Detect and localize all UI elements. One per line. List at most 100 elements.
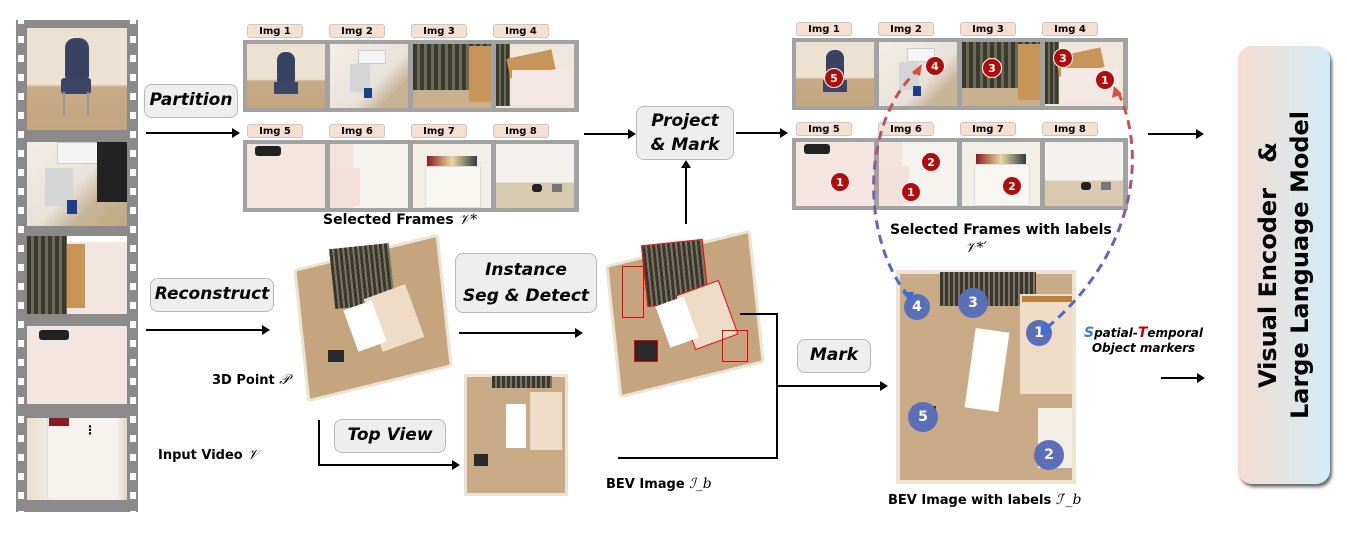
mark-step: Mark bbox=[797, 339, 871, 373]
mark-merge-line bbox=[776, 313, 778, 459]
project-mark-line2: & Mark bbox=[650, 135, 720, 155]
model-label: Visual Encoder & Large Language Model bbox=[1252, 111, 1316, 419]
model-line1: Visual Encoder & bbox=[1254, 141, 1282, 389]
arc-head-1-bottom bbox=[1040, 322, 1052, 334]
project-mark-step: Project & Mark bbox=[636, 106, 734, 160]
object-marker: 5 bbox=[824, 68, 844, 88]
frame-image bbox=[330, 144, 408, 208]
detected-point-cloud bbox=[604, 229, 765, 399]
frame-row bbox=[243, 140, 579, 212]
instance-seg-arrow bbox=[459, 328, 583, 338]
input-video-filmstrip: ⋮ bbox=[16, 20, 138, 512]
top-view-connector bbox=[318, 420, 320, 466]
bev-marker: 2 bbox=[1034, 440, 1064, 470]
arc-head-1-top bbox=[1112, 86, 1122, 98]
bev-image bbox=[462, 372, 570, 498]
frame-tag: Img 8 bbox=[1042, 122, 1098, 136]
input-video-symbol: 𝒱 bbox=[247, 447, 259, 463]
bev-symbol: ℐ_b bbox=[689, 476, 712, 492]
frame-tag: Img 3 bbox=[960, 22, 1016, 36]
detect-to-mark-line bbox=[740, 313, 778, 315]
film-sprocket-holes-right bbox=[128, 20, 138, 512]
instance-seg-line1: Instance bbox=[485, 260, 567, 280]
bev-labeled-symbol: ℐ′_b bbox=[1055, 492, 1082, 508]
object-marker: 2 bbox=[921, 152, 941, 172]
bev-to-mark-line bbox=[618, 457, 778, 459]
st-line1: Spatial-Temporal bbox=[1084, 326, 1203, 341]
frame-image bbox=[247, 144, 325, 208]
video-frame-chair bbox=[27, 28, 127, 130]
frame-image bbox=[330, 44, 408, 108]
frame-image: 2 bbox=[962, 142, 1040, 206]
arc-head-4-top bbox=[912, 64, 922, 76]
point-cloud-caption: 3D Point 𝒫 bbox=[212, 372, 289, 388]
frame-tag: Img 7 bbox=[411, 124, 467, 138]
input-video-caption: Input Video 𝒱 bbox=[158, 447, 259, 463]
bev-marker: 1 bbox=[1026, 320, 1052, 346]
frame-image bbox=[496, 44, 574, 108]
frame-image bbox=[247, 44, 325, 108]
bev-caption: BEV Image ℐ_b bbox=[606, 476, 712, 492]
st-s-letter: S bbox=[1084, 325, 1095, 341]
video-frame-nightstand bbox=[27, 142, 127, 226]
video-frame-dresser bbox=[27, 418, 127, 500]
object-marker: 1 bbox=[830, 172, 850, 192]
video-frame-bed-curtains bbox=[27, 236, 127, 314]
markers-to-model-arrow bbox=[1161, 373, 1205, 383]
arc-head-4-bottom bbox=[902, 292, 914, 302]
partition-arrow bbox=[146, 128, 240, 138]
frame-image: 5 bbox=[796, 42, 874, 106]
bev-marker: 3 bbox=[958, 288, 988, 318]
project-mark-line1: Project bbox=[651, 111, 719, 131]
frame-tag: Img 4 bbox=[493, 24, 549, 38]
top-view-arrow bbox=[318, 460, 460, 470]
frame-image bbox=[496, 144, 574, 208]
bev-labeled-label: BEV Image with labels bbox=[888, 493, 1052, 508]
model-line2: Large Language Model bbox=[1286, 110, 1314, 420]
frame-tag: Img 7 bbox=[960, 122, 1016, 136]
instance-seg-line2: Seg & Detect bbox=[462, 286, 590, 306]
visual-encoder-llm-box: Visual Encoder & Large Language Model bbox=[1238, 46, 1330, 484]
frame-tag: Img 1 bbox=[247, 24, 303, 38]
st-t-letter: T bbox=[1137, 325, 1148, 341]
arc-marker-1 bbox=[1043, 91, 1134, 332]
frame-image: 3 bbox=[962, 42, 1040, 106]
frame-tag: Img 6 bbox=[878, 122, 934, 136]
object-marker: 1 bbox=[1095, 70, 1115, 90]
frames-to-model-arrow bbox=[1148, 129, 1204, 139]
frame-tag: Img 8 bbox=[493, 124, 549, 138]
frame-tag: Img 3 bbox=[411, 24, 467, 38]
project-to-labeled-arrow bbox=[736, 128, 788, 138]
st-line2: Object markers bbox=[1091, 341, 1196, 355]
frame-image: 1 bbox=[796, 142, 874, 206]
video-frame-bed-dumbbells bbox=[27, 326, 127, 404]
input-video-label: Input Video bbox=[158, 448, 243, 463]
frame-row bbox=[243, 40, 579, 112]
object-marker: 2 bbox=[1002, 176, 1022, 196]
point-cloud-symbol: 𝒫 bbox=[279, 372, 290, 388]
frame-tag: Img 4 bbox=[1042, 22, 1098, 36]
st-text-b: emporal bbox=[1147, 326, 1203, 340]
frame-image bbox=[413, 44, 491, 108]
bev-label: BEV Image bbox=[606, 477, 685, 492]
selected-frames-label: Selected Frames bbox=[323, 212, 454, 228]
reconstruct-step: Reconstruct bbox=[150, 278, 274, 312]
frame-tag: Img 2 bbox=[329, 24, 385, 38]
frame-image bbox=[1045, 142, 1123, 206]
object-marker: 3 bbox=[1053, 48, 1073, 68]
arc-marker-4 bbox=[872, 66, 921, 299]
frame-tag: Img 2 bbox=[878, 22, 934, 36]
bev-labeled-caption: BEV Image with labels ℐ′_b bbox=[888, 492, 1081, 508]
detect-to-project-arrow bbox=[681, 160, 691, 224]
instance-seg-step: Instance Seg & Detect bbox=[455, 253, 597, 313]
bev-labeled-image: 4 3 1 5 2 bbox=[892, 266, 1080, 488]
top-view-step: Top View bbox=[334, 419, 446, 453]
mark-arrow bbox=[778, 381, 888, 391]
frames-to-project-arrow bbox=[584, 129, 636, 139]
object-marker: 1 bbox=[901, 182, 921, 202]
selected-frames-caption: Selected Frames 𝒱* bbox=[323, 212, 477, 228]
